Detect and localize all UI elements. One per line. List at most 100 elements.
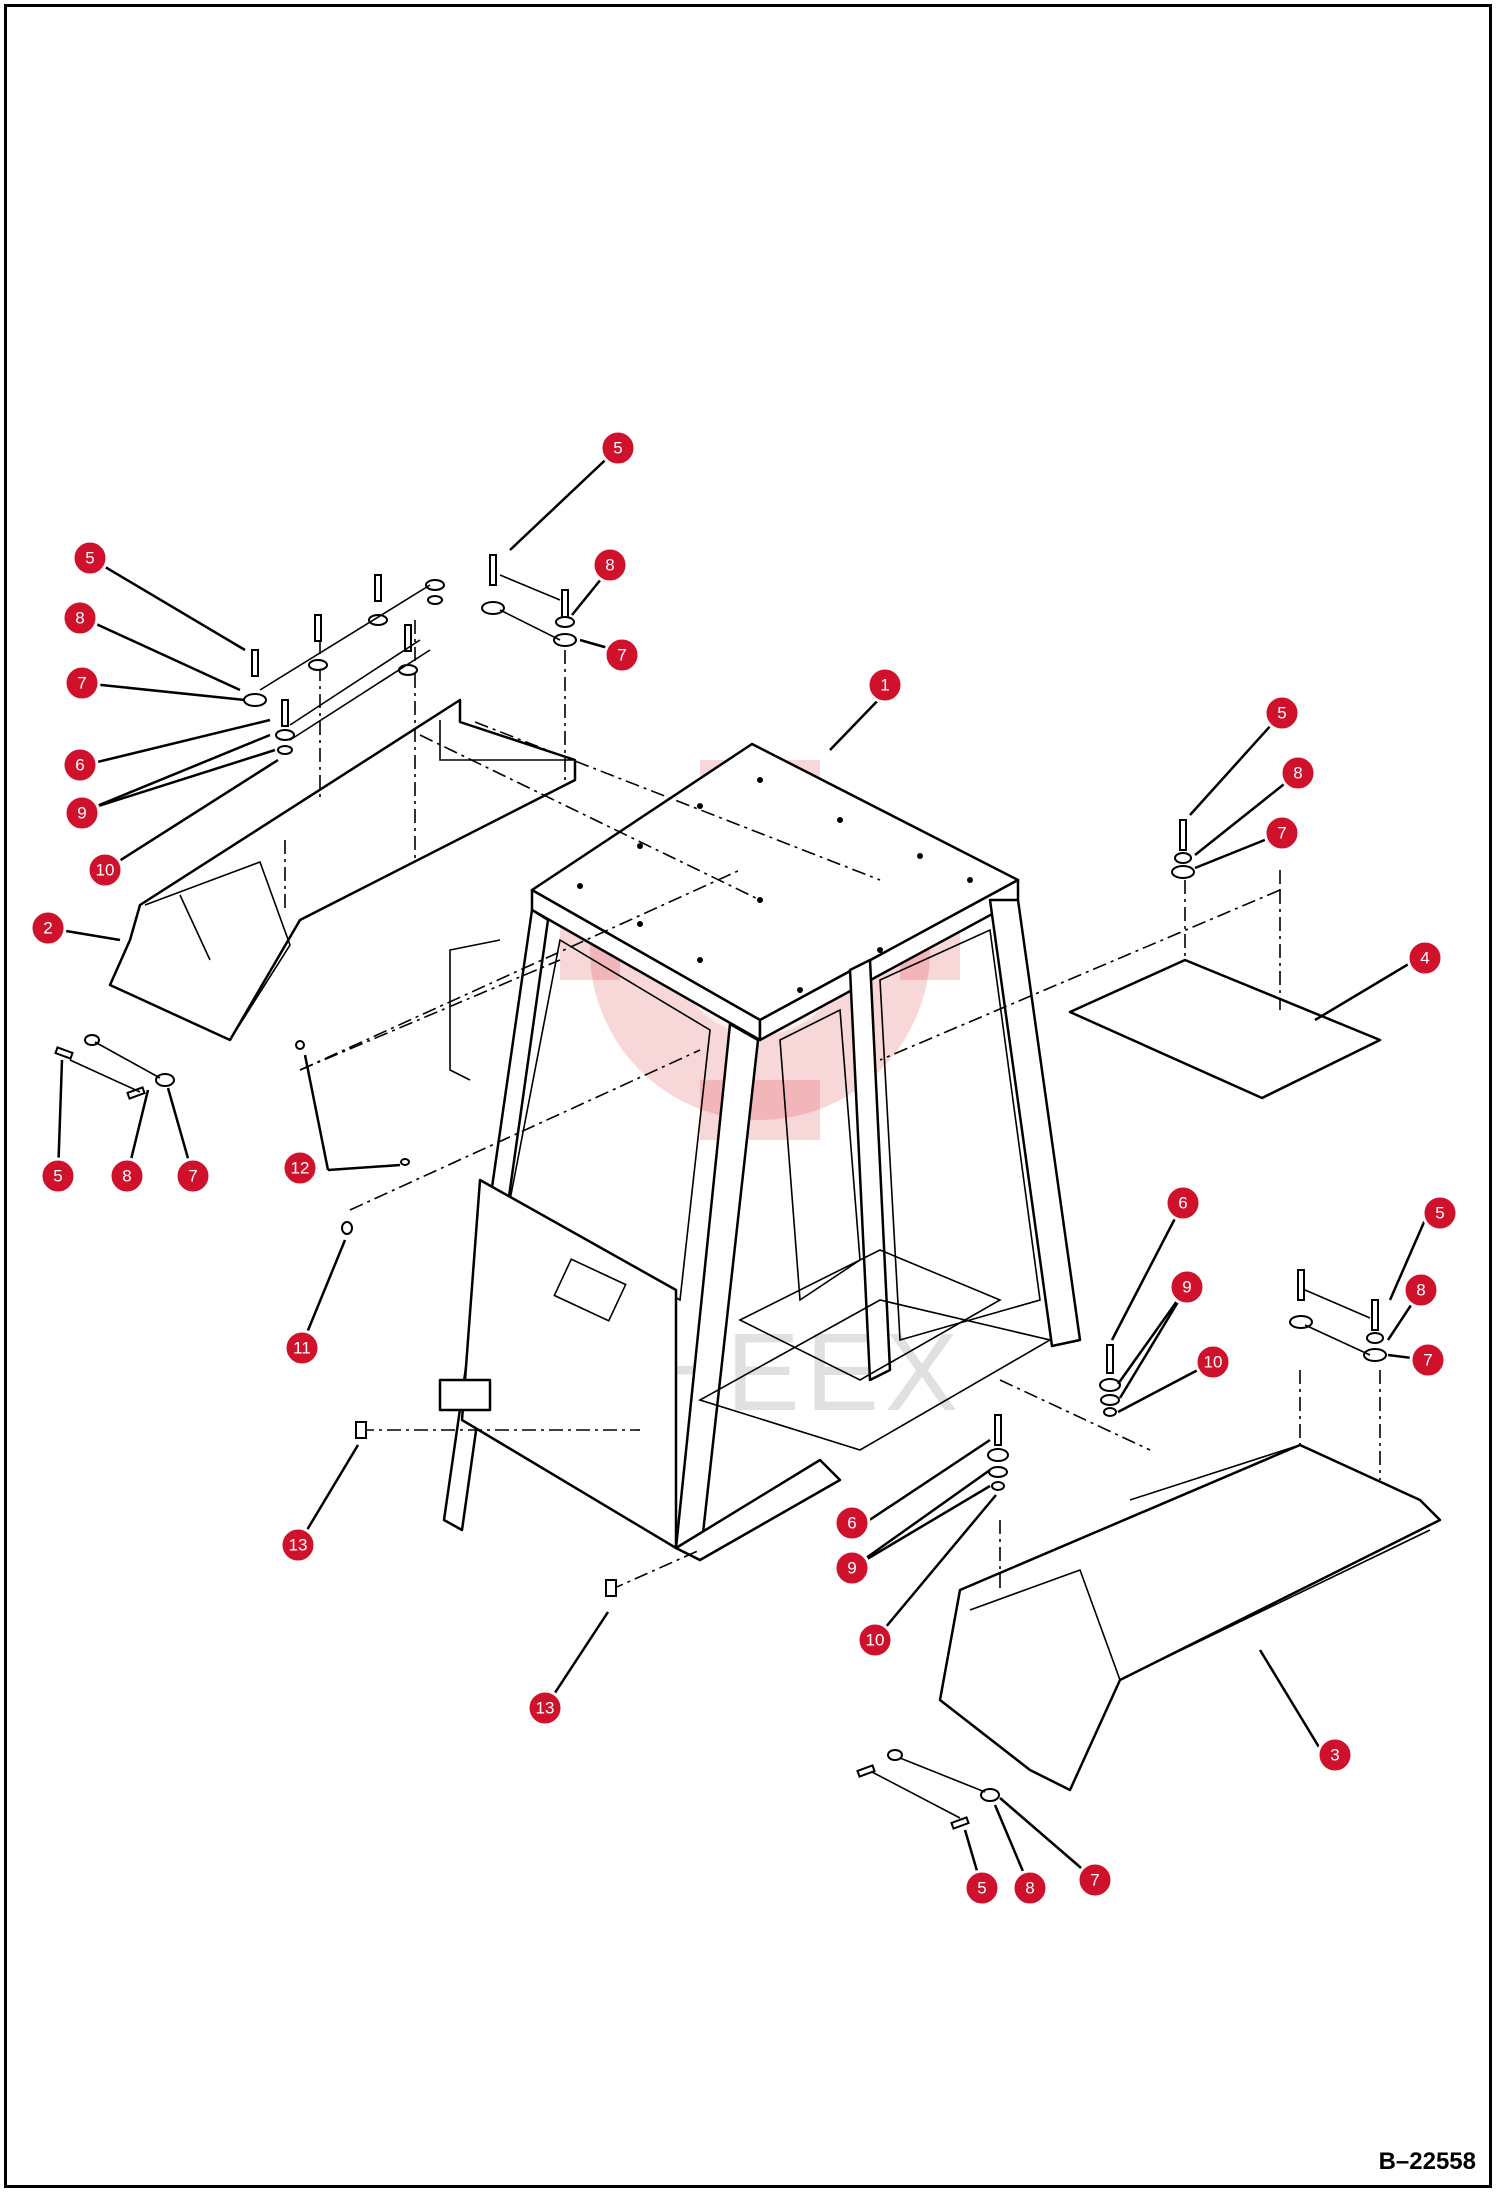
- floor-plate: [1068, 958, 1382, 1100]
- cab-middle-post: [848, 958, 892, 1382]
- left-fender-rib: [179, 894, 211, 961]
- svg-text:1: 1: [880, 676, 889, 695]
- right-fender: [938, 1443, 1442, 1792]
- svg-text:5: 5: [977, 1879, 986, 1898]
- cab-rear-post: [988, 898, 1082, 1348]
- callout-part-10-b: 10: [1194, 1343, 1232, 1381]
- callout-part-7-a: 7: [63, 664, 101, 702]
- callout-part-13-b: 13: [526, 1689, 564, 1727]
- cab-rear-window: [879, 928, 1041, 1342]
- callout-part-7-e: 7: [1409, 1341, 1447, 1379]
- left-fender: [108, 698, 577, 1042]
- svg-text:7: 7: [1423, 1351, 1432, 1370]
- cab-floor: [697, 1299, 1053, 1451]
- callout-part-6-c: 6: [833, 1504, 871, 1542]
- callouts: 1 2 3 4 5 5 5 5 5 5 6 6 6 7 7 7 7 7 7 8 …: [29, 429, 1459, 1907]
- svg-text:7: 7: [77, 674, 86, 693]
- svg-text:3: 3: [1330, 1746, 1339, 1765]
- small-parts: [295, 1040, 617, 1597]
- bolt-group-left-lower: [54, 1034, 175, 1100]
- bolt-group-cab-right: [1099, 1344, 1121, 1417]
- callout-part-8-d: 8: [108, 1157, 146, 1195]
- cab-base-foot: [438, 1378, 492, 1412]
- svg-text:9: 9: [847, 1559, 856, 1578]
- left-fender-flange: [439, 720, 575, 761]
- callout-part-2: 2: [29, 909, 67, 947]
- bolt-group-right-middle: [1289, 1269, 1387, 1362]
- cab-assembly: [438, 742, 1082, 1562]
- svg-text:6: 6: [75, 756, 84, 775]
- callout-part-9-c: 9: [833, 1549, 871, 1587]
- hardware-items: [54, 554, 1387, 1830]
- callout-part-7-f: 7: [1076, 1861, 1114, 1899]
- callout-part-3: 3: [1316, 1736, 1354, 1774]
- callout-part-10-c: 10: [856, 1621, 894, 1659]
- bolt-group-cab-front: [987, 1414, 1009, 1491]
- callout-part-6-a: 6: [61, 746, 99, 784]
- callout-part-8-a: 8: [61, 599, 99, 637]
- callout-part-10-a: 10: [86, 851, 124, 889]
- callout-part-5-e: 5: [1421, 1194, 1459, 1232]
- svg-text:13: 13: [289, 1536, 308, 1555]
- left-fender-cover: [144, 860, 291, 1041]
- bolt-group-right-lower: [856, 1749, 1000, 1830]
- right-fender-cover: [969, 1568, 1121, 1681]
- svg-text:7: 7: [1277, 824, 1286, 843]
- callout-part-13-a: 13: [279, 1526, 317, 1564]
- callout-part-8-e: 8: [1402, 1271, 1440, 1309]
- svg-text:5: 5: [1435, 1204, 1444, 1223]
- svg-text:9: 9: [1182, 1278, 1191, 1297]
- svg-text:8: 8: [1416, 1281, 1425, 1300]
- drawing-number: B–22558: [1378, 2148, 1476, 2175]
- callout-part-5-c: 5: [1263, 694, 1301, 732]
- right-fender-edge: [1129, 1444, 1301, 1501]
- svg-text:11: 11: [293, 1339, 311, 1358]
- callout-part-7-d: 7: [174, 1157, 212, 1195]
- svg-text:10: 10: [866, 1631, 885, 1650]
- roof-fasteners: [577, 777, 973, 993]
- svg-text:2: 2: [43, 919, 52, 938]
- callout-part-12: 12: [281, 1149, 319, 1187]
- svg-text:9: 9: [77, 804, 86, 823]
- cab-door-latch: [553, 1258, 627, 1322]
- svg-text:10: 10: [1204, 1353, 1223, 1372]
- cab-front-window: [509, 938, 711, 1302]
- callout-part-8-c: 8: [1279, 754, 1317, 792]
- svg-text:8: 8: [605, 556, 614, 575]
- svg-text:5: 5: [53, 1167, 62, 1186]
- svg-text:13: 13: [536, 1699, 555, 1718]
- callout-part-8-b: 8: [591, 546, 629, 584]
- callout-part-4: 4: [1406, 939, 1444, 977]
- left-fender-body: [108, 698, 577, 1042]
- svg-text:6: 6: [1178, 1194, 1187, 1213]
- svg-text:8: 8: [75, 609, 84, 628]
- right-fender-body: [938, 1443, 1442, 1792]
- svg-text:12: 12: [291, 1159, 310, 1178]
- callout-part-7-c: 7: [1263, 814, 1301, 852]
- svg-text:7: 7: [188, 1167, 197, 1186]
- cab-lower-front-panel: [460, 1178, 678, 1550]
- callout-part-5-f: 5: [963, 1869, 1001, 1907]
- cab-floor-frame: [738, 1249, 1002, 1381]
- cab-grab-handle: [449, 939, 501, 1081]
- svg-text:8: 8: [122, 1167, 131, 1186]
- callout-part-5-b: 5: [71, 539, 109, 577]
- svg-text:5: 5: [85, 549, 94, 568]
- callout-part-9-b: 9: [1168, 1268, 1206, 1306]
- svg-text:5: 5: [613, 439, 622, 458]
- bolt-group-right-upper: [1171, 819, 1195, 879]
- cab-floor-step: [674, 1458, 842, 1562]
- callout-part-11: 11: [283, 1329, 321, 1367]
- svg-text:4: 4: [1420, 949, 1429, 968]
- svg-text:5: 5: [1277, 704, 1286, 723]
- callout-part-9-a: 9: [63, 794, 101, 832]
- assembly-lines: [284, 620, 1381, 1591]
- svg-text:8: 8: [1293, 764, 1302, 783]
- bolt-group-center-upper: [481, 554, 577, 647]
- svg-text:7: 7: [617, 646, 626, 665]
- svg-text:7: 7: [1090, 1871, 1099, 1890]
- bolt-group-left-upper: [243, 574, 445, 755]
- callout-part-5-d: 5: [39, 1157, 77, 1195]
- leader-lines: [47, 447, 1430, 1889]
